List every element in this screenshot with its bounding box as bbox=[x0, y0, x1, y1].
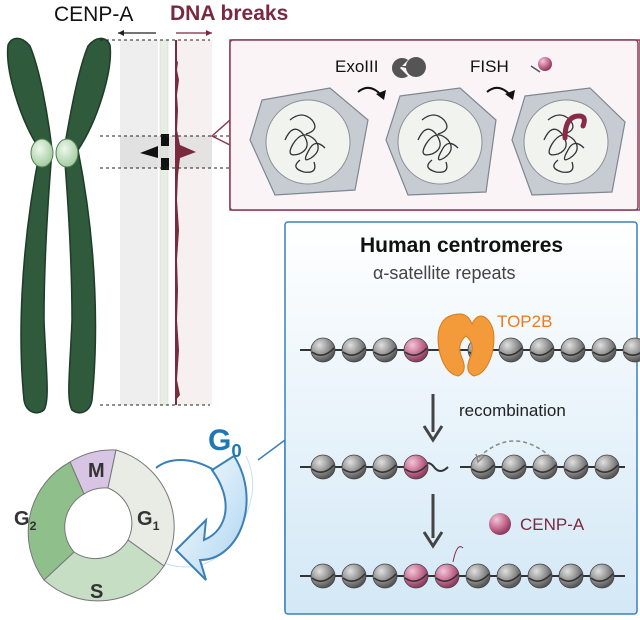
fish-probe-icon bbox=[538, 57, 552, 71]
cenpa-nucleosome bbox=[403, 563, 429, 589]
centromere-panel bbox=[257, 221, 638, 615]
fish-label: FISH bbox=[470, 57, 509, 76]
cenpa-nucleosome bbox=[434, 563, 460, 589]
nucleus-3 bbox=[511, 87, 626, 196]
nucleosome bbox=[594, 454, 620, 480]
nucleosome bbox=[563, 454, 589, 480]
phase-s-label: S bbox=[90, 581, 104, 603]
assay-panel bbox=[210, 39, 640, 211]
nucleosome bbox=[310, 337, 336, 363]
nucleus-1 bbox=[249, 87, 369, 196]
exoiii-icon bbox=[398, 57, 426, 77]
cenpa-track bbox=[120, 40, 158, 405]
fish-signal bbox=[562, 113, 587, 141]
nucleosome bbox=[589, 563, 615, 589]
nucleosome bbox=[372, 337, 398, 363]
cell-cycle bbox=[27, 449, 254, 602]
centromere-right bbox=[55, 138, 79, 168]
cenpa-nucleosome bbox=[403, 454, 429, 480]
exoiii-label: ExoIII bbox=[335, 57, 379, 76]
cenpa-label: CENP-A bbox=[520, 515, 585, 534]
cenpa-free-nucleosome bbox=[489, 513, 511, 535]
nucleosome bbox=[622, 337, 640, 363]
breaks-track bbox=[176, 40, 212, 405]
nucleosome bbox=[527, 563, 553, 589]
nucleosome bbox=[558, 563, 584, 589]
nucleosome bbox=[372, 454, 398, 480]
nucleosome-rows bbox=[300, 337, 640, 589]
process-arrows bbox=[422, 394, 557, 563]
g0-arrow bbox=[174, 454, 248, 581]
genome-tracks bbox=[100, 30, 230, 406]
nucleosome bbox=[310, 563, 336, 589]
phase-s-segment bbox=[43, 539, 165, 602]
nucleosome bbox=[496, 563, 522, 589]
nucleosome bbox=[341, 454, 367, 480]
top2b-enzyme bbox=[437, 313, 495, 377]
nucleus-2 bbox=[385, 87, 497, 196]
phase-g2-segment bbox=[27, 461, 85, 581]
nucleosome bbox=[341, 563, 367, 589]
phase-g2-label: G2 bbox=[14, 508, 37, 533]
phase-g1-label: G1 bbox=[137, 508, 160, 533]
nucleosome bbox=[532, 454, 558, 480]
panel-subtitle: α-satellite repeats bbox=[373, 263, 516, 283]
nucleosome bbox=[465, 563, 491, 589]
nucleosome bbox=[591, 337, 617, 363]
dna-breaks-track-label: DNA breaks bbox=[170, 2, 289, 25]
recombination-label: recombination bbox=[459, 401, 566, 420]
cenpa-nucleosome bbox=[403, 337, 429, 363]
nucleosome bbox=[310, 454, 336, 480]
nucleosome bbox=[341, 337, 367, 363]
top2b-label: TOP2B bbox=[497, 312, 553, 331]
nucleosome bbox=[501, 454, 527, 480]
phase-m-label: M bbox=[88, 460, 105, 482]
cenpa-track-label: CENP-A bbox=[54, 3, 134, 26]
nucleosome bbox=[498, 337, 524, 363]
cycle-ring bbox=[27, 449, 175, 602]
nucleosome bbox=[372, 563, 398, 589]
nucleosome bbox=[529, 337, 555, 363]
chromosome bbox=[6, 37, 112, 414]
panel-title: Human centromeres bbox=[360, 234, 564, 257]
centromere-left bbox=[30, 138, 54, 168]
nucleosome bbox=[560, 337, 586, 363]
nucleosome bbox=[470, 454, 496, 480]
g0-label: G0 bbox=[208, 424, 242, 461]
phase-g1-segment bbox=[107, 449, 175, 567]
